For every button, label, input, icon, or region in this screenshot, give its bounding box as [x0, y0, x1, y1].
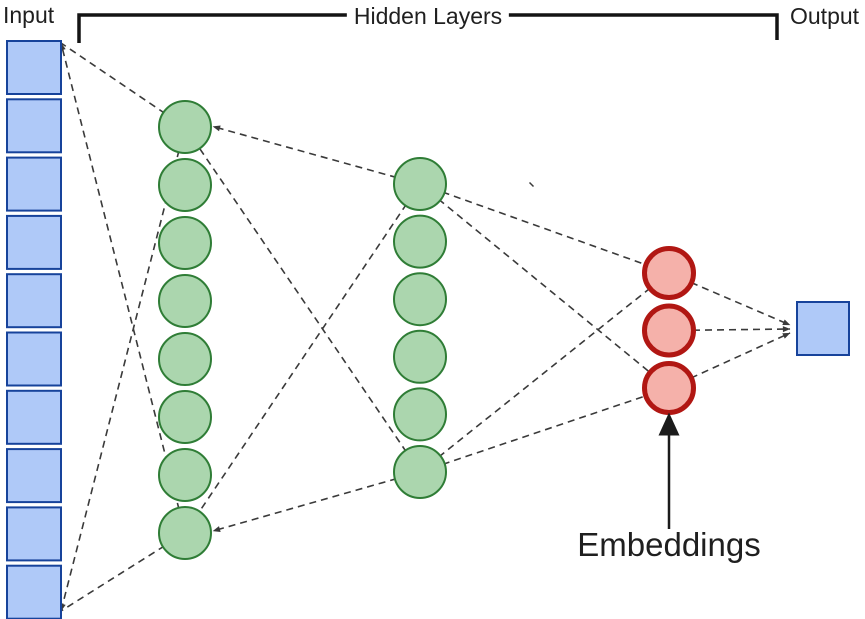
hidden-layer-2-node-4: [393, 329, 447, 384]
hidden-layers-label: Hidden Layers: [346, 3, 510, 30]
hidden-layer-2-node-1: [393, 157, 447, 211]
connection-line: [59, 42, 186, 534]
input-node-9: [6, 506, 62, 562]
input-node-3: [6, 156, 62, 212]
input-label: Input: [3, 2, 55, 28]
connection-line: [212, 471, 421, 532]
hidden-layer-1-node-8: [158, 506, 212, 560]
hidden-layer-1-node-3: [158, 216, 212, 270]
hidden-layer-1-node-2: [158, 158, 212, 212]
hidden-layer-2-node-2: [393, 214, 447, 269]
hidden-layer-1-node-6: [158, 390, 212, 444]
connection-line: [419, 183, 670, 389]
embedding-node-1: [642, 246, 696, 300]
connection-line: [419, 272, 670, 473]
output-node: [796, 301, 850, 356]
hidden-layer-1-node-4: [158, 274, 212, 328]
connection-line: [184, 126, 421, 473]
connection-line: [212, 125, 421, 185]
input-node-2: [6, 98, 62, 154]
output-label: Output: [790, 3, 860, 29]
connection-line: [668, 326, 791, 333]
input-node-8: [6, 448, 62, 504]
hidden-layer-1-node-1: [158, 100, 212, 154]
connection-line: [668, 272, 791, 326]
input-node-5: [6, 273, 62, 329]
hidden-layer-2-node-3: [393, 272, 447, 327]
hidden-layer-1-node-7: [158, 448, 212, 502]
hidden-layer-1-node-5: [158, 332, 212, 386]
embedding-node-3: [642, 361, 696, 415]
embeddings-arrow: [658, 412, 680, 529]
arrow-up-icon: [658, 412, 680, 436]
embedding-node-2: [642, 303, 696, 358]
hidden-layer-2-node-5: [393, 387, 447, 442]
embeddings-label: Embeddings: [577, 526, 761, 563]
hidden-layer-2-node-6: [393, 445, 447, 499]
input-node-4: [6, 214, 62, 270]
stray-mark: [528, 181, 535, 188]
connection-line: [668, 332, 791, 389]
input-node-7: [6, 389, 62, 445]
connection-line: [419, 387, 670, 473]
input-node-6: [6, 331, 62, 387]
network-nodes: [6, 40, 850, 619]
input-node-10: [6, 564, 62, 619]
connection-line: [184, 183, 421, 534]
connection-line: [419, 183, 670, 274]
input-node-1: [6, 40, 62, 95]
